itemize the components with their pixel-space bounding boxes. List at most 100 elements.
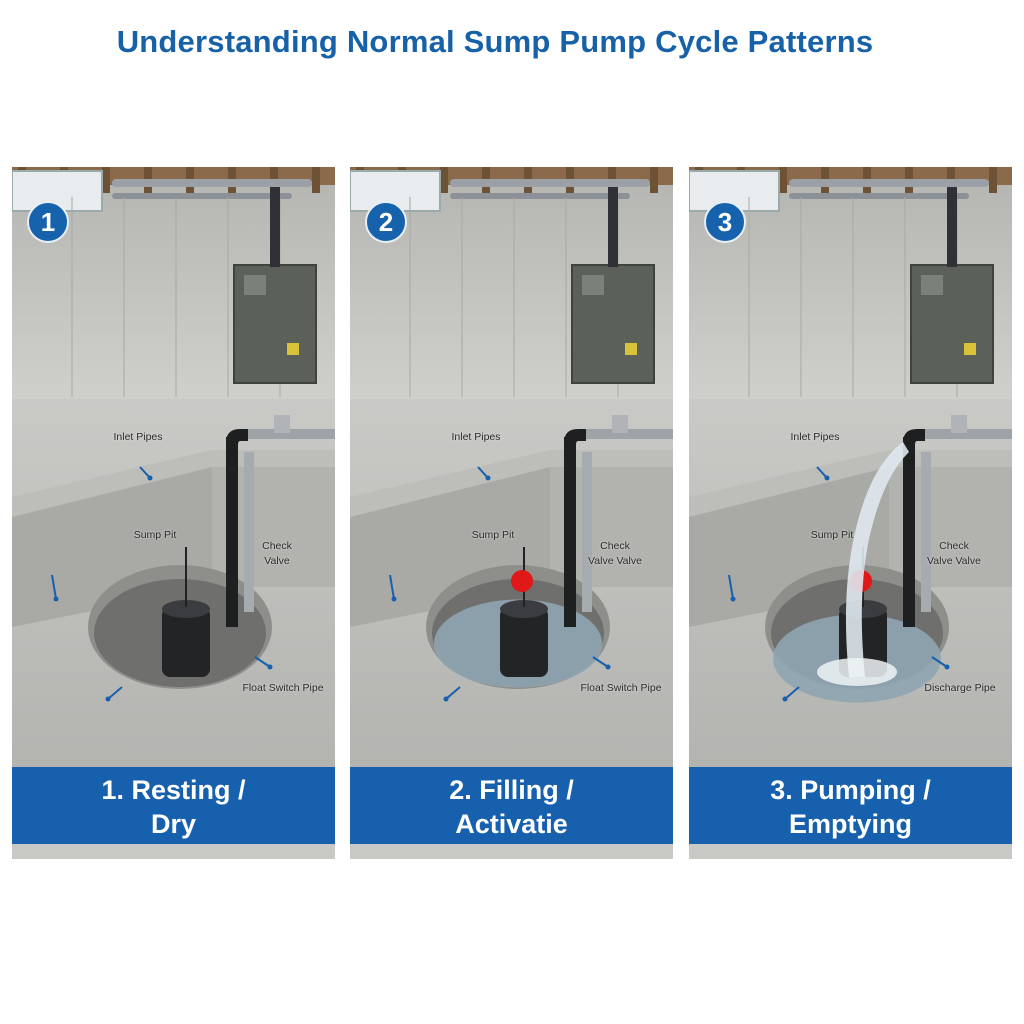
furnace-panel bbox=[921, 275, 943, 295]
inlet-pipes-label: Inlet Pipes bbox=[113, 431, 163, 443]
flow-arrow bbox=[445, 686, 461, 700]
furnace-panel bbox=[582, 275, 604, 295]
joist bbox=[989, 167, 997, 193]
sump-pump-top bbox=[500, 600, 548, 618]
stage-banner-line1: 1. Resting / bbox=[101, 775, 246, 805]
flow-arrow bbox=[51, 574, 57, 600]
water-splash bbox=[817, 658, 897, 686]
stage-banner-line2: Activatie bbox=[455, 809, 568, 839]
duct-pipe bbox=[112, 193, 292, 199]
basement-scene bbox=[689, 167, 1012, 769]
stage-banner-line2: Dry bbox=[150, 809, 197, 839]
step-number-badge: 3 bbox=[704, 201, 746, 243]
concrete-ledge-top bbox=[689, 450, 1012, 517]
arrow-head bbox=[391, 596, 397, 602]
arrow-head bbox=[605, 664, 611, 670]
joist bbox=[779, 167, 787, 193]
arrow-head bbox=[267, 664, 273, 670]
inlet-pipe-vertical bbox=[921, 452, 931, 612]
flow-arrow bbox=[931, 656, 948, 668]
joist bbox=[440, 167, 448, 193]
basement-scene bbox=[350, 167, 673, 769]
arrow-head bbox=[485, 475, 491, 481]
flow-arrow bbox=[389, 574, 395, 600]
arrow-head bbox=[824, 475, 830, 481]
flow-arrow bbox=[107, 686, 123, 700]
pipe-elbow bbox=[564, 429, 586, 445]
furnace-label bbox=[625, 343, 637, 355]
flue-pipe bbox=[947, 187, 957, 267]
duct-pipe bbox=[789, 179, 989, 187]
check-valve-label: Check Valve Valve bbox=[927, 540, 981, 567]
stage-panel-1: 1 Inlet Pipes Sump Pit Check Valve Float… bbox=[12, 167, 335, 859]
pipe-elbow bbox=[903, 429, 925, 445]
inlet-pipes-label: Inlet Pipes bbox=[790, 431, 840, 443]
sump-pit-label: Sump Pit bbox=[133, 529, 177, 541]
float-ball bbox=[511, 570, 533, 592]
flue-pipe bbox=[608, 187, 618, 267]
stage-banner: 1. Resting / Dry bbox=[12, 767, 335, 844]
stage-panel-2: 2 Inlet Pipes Sump Pit Check Valve Valve… bbox=[350, 167, 673, 859]
furnace-label bbox=[964, 343, 976, 355]
duct-pipe bbox=[450, 179, 650, 187]
inlet-pipe-vertical bbox=[582, 452, 592, 612]
check-valve-label: Check Valve bbox=[262, 540, 292, 567]
inlet-pipe bbox=[248, 429, 335, 439]
duct-pipe bbox=[450, 193, 630, 199]
flue-pipe bbox=[270, 187, 280, 267]
discharge-pipe bbox=[564, 437, 576, 627]
duct-pipe bbox=[112, 179, 312, 187]
pipe-label: Float Switch Pipe bbox=[580, 682, 662, 694]
arrow-head bbox=[53, 596, 59, 602]
check-valve bbox=[274, 415, 290, 433]
page-title: Understanding Normal Sump Pump Cycle Pat… bbox=[116, 24, 874, 59]
sump-pump bbox=[500, 607, 548, 677]
arrow-head bbox=[730, 596, 736, 602]
basement-scene bbox=[12, 167, 335, 769]
flow-arrow bbox=[728, 574, 734, 600]
arrow-head bbox=[782, 696, 788, 702]
inlet-pipe-vertical bbox=[244, 452, 254, 612]
arrow-head bbox=[147, 475, 153, 481]
stage-banner-line2: Emptying bbox=[788, 809, 912, 839]
check-valve-label: Check Valve Valve bbox=[588, 540, 642, 567]
stage-banner: 2. Filling / Activatie bbox=[350, 767, 673, 844]
concrete-ledge-side bbox=[889, 467, 1012, 587]
furnace bbox=[571, 264, 655, 384]
joist bbox=[312, 167, 320, 193]
arrow-head bbox=[105, 696, 111, 702]
flow-arrow bbox=[592, 656, 609, 668]
concrete-ledge-top bbox=[12, 450, 335, 517]
discharge-pipe bbox=[903, 437, 915, 627]
flow-arrow bbox=[784, 686, 800, 700]
furnace-panel bbox=[244, 275, 266, 295]
inlet-pipe bbox=[925, 429, 1012, 439]
joist bbox=[650, 167, 658, 193]
stage-panel-3: 3 Inlet Pipes Sump Pit Check Valve Valve… bbox=[689, 167, 1012, 859]
stage-banner: 3. Pumping / Emptying bbox=[689, 767, 1012, 844]
inlet-pipe bbox=[586, 429, 673, 439]
step-number-badge: 2 bbox=[365, 201, 407, 243]
inlet-pipes-label: Inlet Pipes bbox=[451, 431, 501, 443]
check-valve bbox=[612, 415, 628, 433]
sump-pit-label: Sump Pit bbox=[471, 529, 515, 541]
stage-banner-line1: 2. Filling / bbox=[449, 775, 574, 805]
pipe-label: Discharge Pipe bbox=[924, 682, 996, 694]
water-stream bbox=[845, 442, 909, 677]
pipe-elbow bbox=[226, 429, 248, 445]
duct-pipe bbox=[789, 193, 969, 199]
joist bbox=[102, 167, 110, 193]
discharge-pipe bbox=[226, 437, 238, 627]
flow-arrow bbox=[254, 656, 271, 668]
pipe-label: Float Switch Pipe bbox=[242, 682, 324, 694]
furnace-label bbox=[287, 343, 299, 355]
sump-pump-top bbox=[162, 600, 210, 618]
sump-pit-label: Sump Pit bbox=[810, 529, 854, 541]
concrete-ledge-side bbox=[550, 467, 673, 587]
concrete-ledge-top bbox=[350, 450, 673, 517]
concrete-ledge-side bbox=[212, 467, 335, 587]
sump-pump bbox=[162, 607, 210, 677]
arrow-head bbox=[944, 664, 950, 670]
step-number-badge: 1 bbox=[27, 201, 69, 243]
check-valve bbox=[951, 415, 967, 433]
